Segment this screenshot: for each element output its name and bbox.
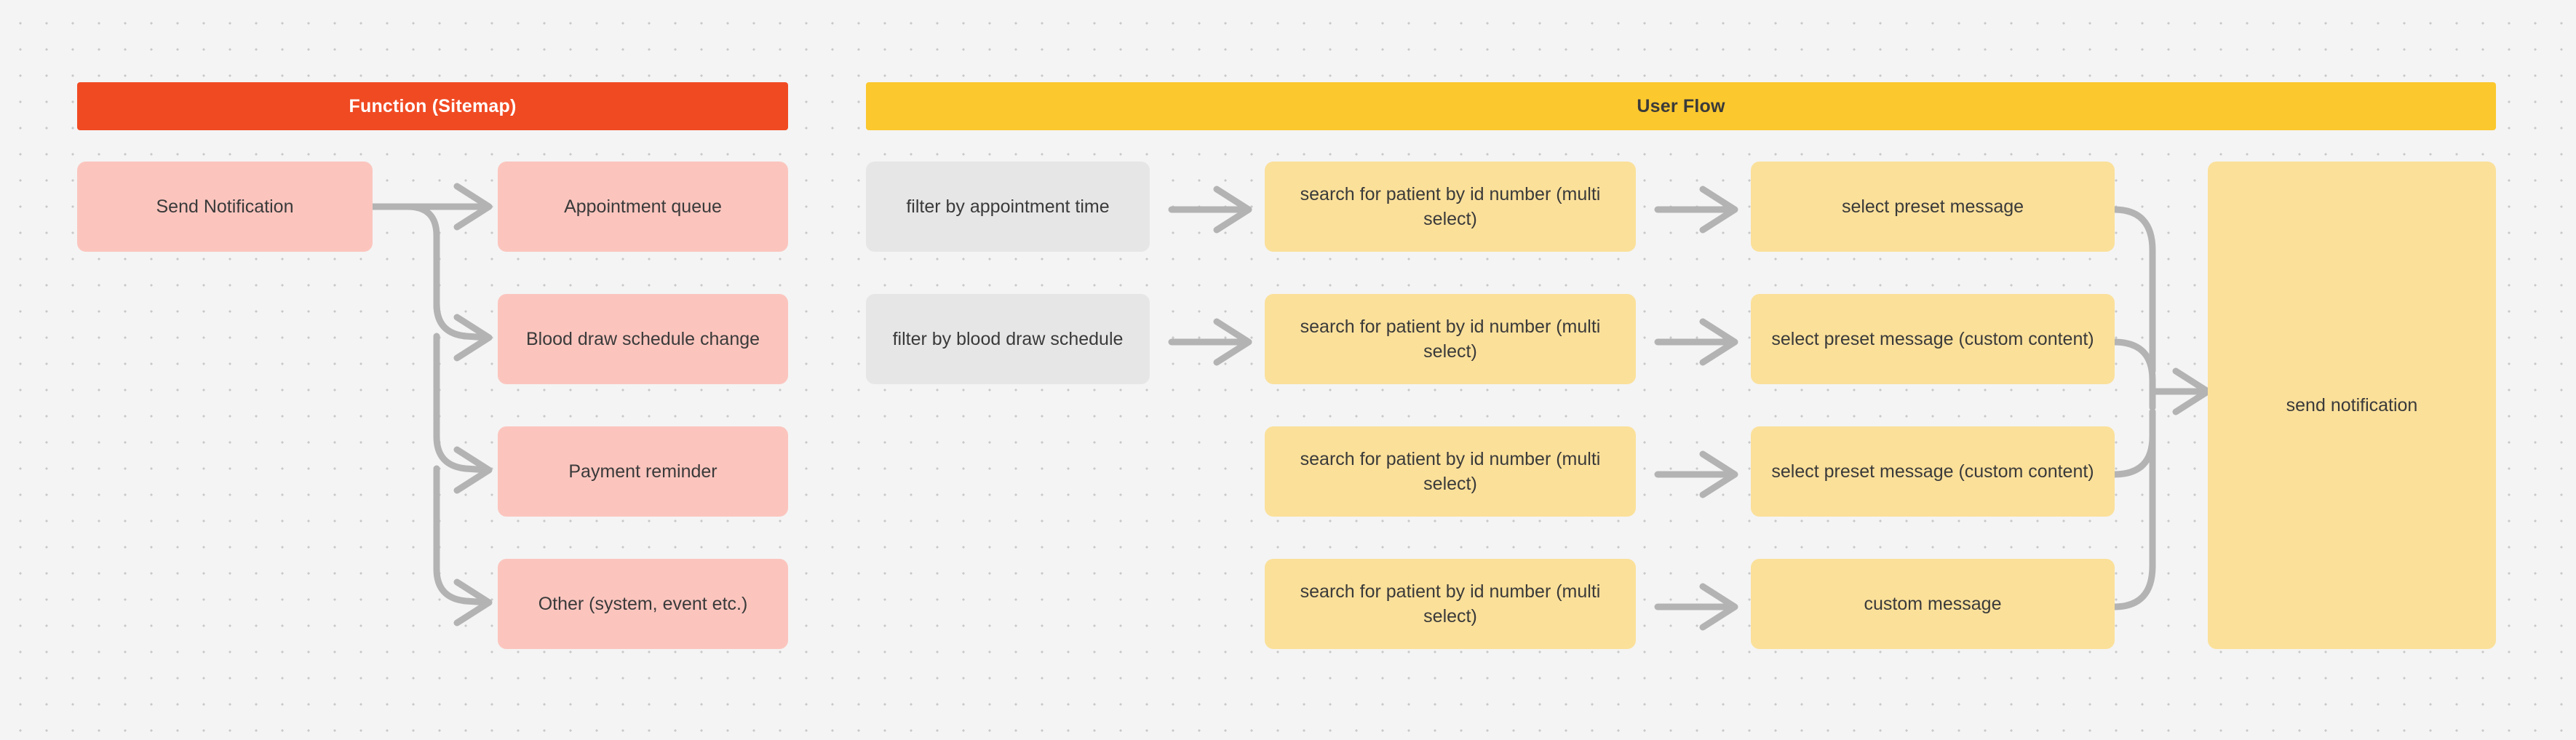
flow-filter-node-appointment-time[interactable]: filter by appointment time (866, 162, 1150, 252)
flow-search-node-row4[interactable]: search for patient by id number (multi s… (1265, 559, 1636, 649)
sitemap-child-label: Appointment queue (564, 196, 722, 217)
flow-merge-connector (2110, 206, 2211, 610)
userflow-header-label: User Flow (1637, 95, 1725, 116)
flow-search-node-row3[interactable]: search for patient by id number (multi s… (1265, 426, 1636, 517)
flow-terminal-label: send notification (2286, 394, 2418, 415)
flow-arrow-search-to-message (1654, 186, 1738, 631)
flow-search-node-row1[interactable]: search for patient by id number (multi s… (1265, 162, 1636, 252)
flow-terminal-node-send-notification[interactable]: send notification (2208, 162, 2496, 649)
sitemap-child-label: Payment reminder (568, 461, 717, 482)
flow-message-node-row3[interactable]: select preset message (custom content) (1751, 426, 2115, 517)
sitemap-header-label: Function (Sitemap) (349, 95, 517, 116)
sitemap-child-label: Other (system, event etc.) (538, 593, 748, 614)
userflow-header: User Flow (866, 82, 2496, 130)
flow-message-label: select preset message (custom content) (1771, 328, 2094, 349)
flow-filter-label: filter by blood draw schedule (892, 328, 1124, 349)
sitemap-root-label: Send Notification (156, 196, 294, 217)
sitemap-branch-connector (369, 183, 493, 626)
flow-message-node-row2[interactable]: select preset message (custom content) (1751, 294, 2115, 384)
sitemap-header: Function (Sitemap) (77, 82, 788, 130)
flow-search-label: search for patient by id number (multi s… (1300, 316, 1601, 362)
flow-filter-label: filter by appointment time (906, 196, 1110, 217)
sitemap-child-node-other[interactable]: Other (system, event etc.) (498, 559, 788, 649)
flow-message-label: custom message (1864, 593, 2002, 614)
flow-message-label: select preset message (custom content) (1771, 461, 2094, 482)
flow-message-label: select preset message (1841, 196, 2024, 217)
flow-search-node-row2[interactable]: search for patient by id number (multi s… (1265, 294, 1636, 384)
sitemap-child-label: Blood draw schedule change (525, 328, 760, 349)
sitemap-root-node[interactable]: Send Notification (77, 162, 373, 252)
flow-arrow-filter-to-search (1168, 186, 1252, 366)
sitemap-child-node-appointment-queue[interactable]: Appointment queue (498, 162, 788, 252)
flow-search-label: search for patient by id number (multi s… (1300, 581, 1601, 627)
sitemap-child-node-payment-reminder[interactable]: Payment reminder (498, 426, 788, 517)
flow-search-label: search for patient by id number (multi s… (1300, 183, 1601, 230)
flow-message-node-row1[interactable]: select preset message (1751, 162, 2115, 252)
flow-search-label: search for patient by id number (multi s… (1300, 448, 1601, 495)
flow-filter-node-blood-draw-schedule[interactable]: filter by blood draw schedule (866, 294, 1150, 384)
flow-message-node-row4[interactable]: custom message (1751, 559, 2115, 649)
sitemap-child-node-blood-draw-schedule-change[interactable]: Blood draw schedule change (498, 294, 788, 384)
